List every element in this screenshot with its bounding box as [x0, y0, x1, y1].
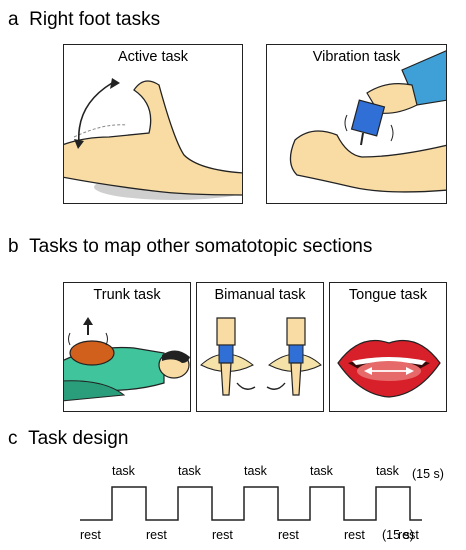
- tongue-arrow-right: [406, 367, 414, 375]
- vibrator-device: [350, 99, 386, 137]
- task-label: task: [178, 464, 201, 478]
- section-c-letter: c: [8, 428, 18, 449]
- right-wrist: [290, 362, 302, 396]
- rest-duration-label: (15 s): [382, 528, 414, 542]
- foot: [289, 130, 446, 193]
- vibration-task-illustration: [289, 50, 446, 193]
- rest-label: rest: [80, 528, 101, 542]
- tongue-task-label: Tongue task: [348, 287, 428, 303]
- left-hand-top: [216, 317, 236, 346]
- trunk-task-label: Trunk task: [93, 287, 161, 303]
- rest-label: rest: [278, 528, 299, 542]
- right-hand-top: [286, 317, 306, 346]
- pillow-weight: [69, 340, 115, 366]
- section-c-heading: Task design: [28, 428, 129, 449]
- vibration-marks: [344, 114, 394, 142]
- section-b-letter: b: [8, 236, 19, 257]
- left-wrist: [220, 362, 232, 396]
- section-b-title: b Tasks to map other somatotopic section…: [8, 236, 372, 258]
- section-a-letter: a: [8, 9, 19, 30]
- hair: [162, 350, 190, 363]
- bimanual-task-illustration: [200, 317, 322, 396]
- section-c-title: c Task design: [8, 428, 128, 450]
- left-rotation-arrow: [236, 382, 256, 390]
- vibration-task-label: Vibration task: [312, 49, 401, 65]
- task-label: task: [310, 464, 333, 478]
- motion-arrow: [78, 82, 113, 144]
- active-task-illustration: [64, 78, 242, 200]
- tongue-task-panel: Tongue task: [329, 282, 447, 412]
- tongue-arrow-left: [364, 367, 372, 375]
- section-a-title: a Right foot tasks: [8, 9, 160, 31]
- rest-label: rest: [398, 528, 419, 542]
- task-label: task: [376, 464, 399, 478]
- bimanual-task-label: Bimanual task: [214, 287, 306, 303]
- arrow-head-bottom: [74, 139, 84, 149]
- vibration-task-panel: Vibration task: [266, 44, 447, 204]
- active-task-panel: Active task: [63, 44, 243, 204]
- rest-label: rest: [212, 528, 233, 542]
- section-a-heading: Right foot tasks: [29, 9, 161, 30]
- rest-label: rest: [344, 528, 365, 542]
- section-b-heading: Tasks to map other somatotopic sections: [29, 236, 373, 257]
- rest-label: rest: [146, 528, 167, 542]
- arrow-head-top: [110, 78, 120, 89]
- right-rotation-arrow: [266, 382, 286, 390]
- block-design-line: [80, 486, 422, 521]
- motion-marks: [68, 332, 108, 346]
- lift-arrow-head: [83, 317, 93, 325]
- trunk-task-illustration: [64, 317, 190, 402]
- vibrator-tip: [360, 132, 364, 146]
- active-task-label: Active task: [117, 49, 189, 65]
- task-label: task: [112, 464, 135, 478]
- bimanual-task-panel: Bimanual task: [196, 282, 324, 412]
- trunk-task-panel: Trunk task: [63, 282, 191, 412]
- task-duration-label: (15 s): [412, 467, 444, 481]
- arm: [64, 380, 126, 402]
- raised-foot: [64, 80, 242, 196]
- task-label: task: [244, 464, 267, 478]
- tongue-task-illustration: [337, 339, 441, 398]
